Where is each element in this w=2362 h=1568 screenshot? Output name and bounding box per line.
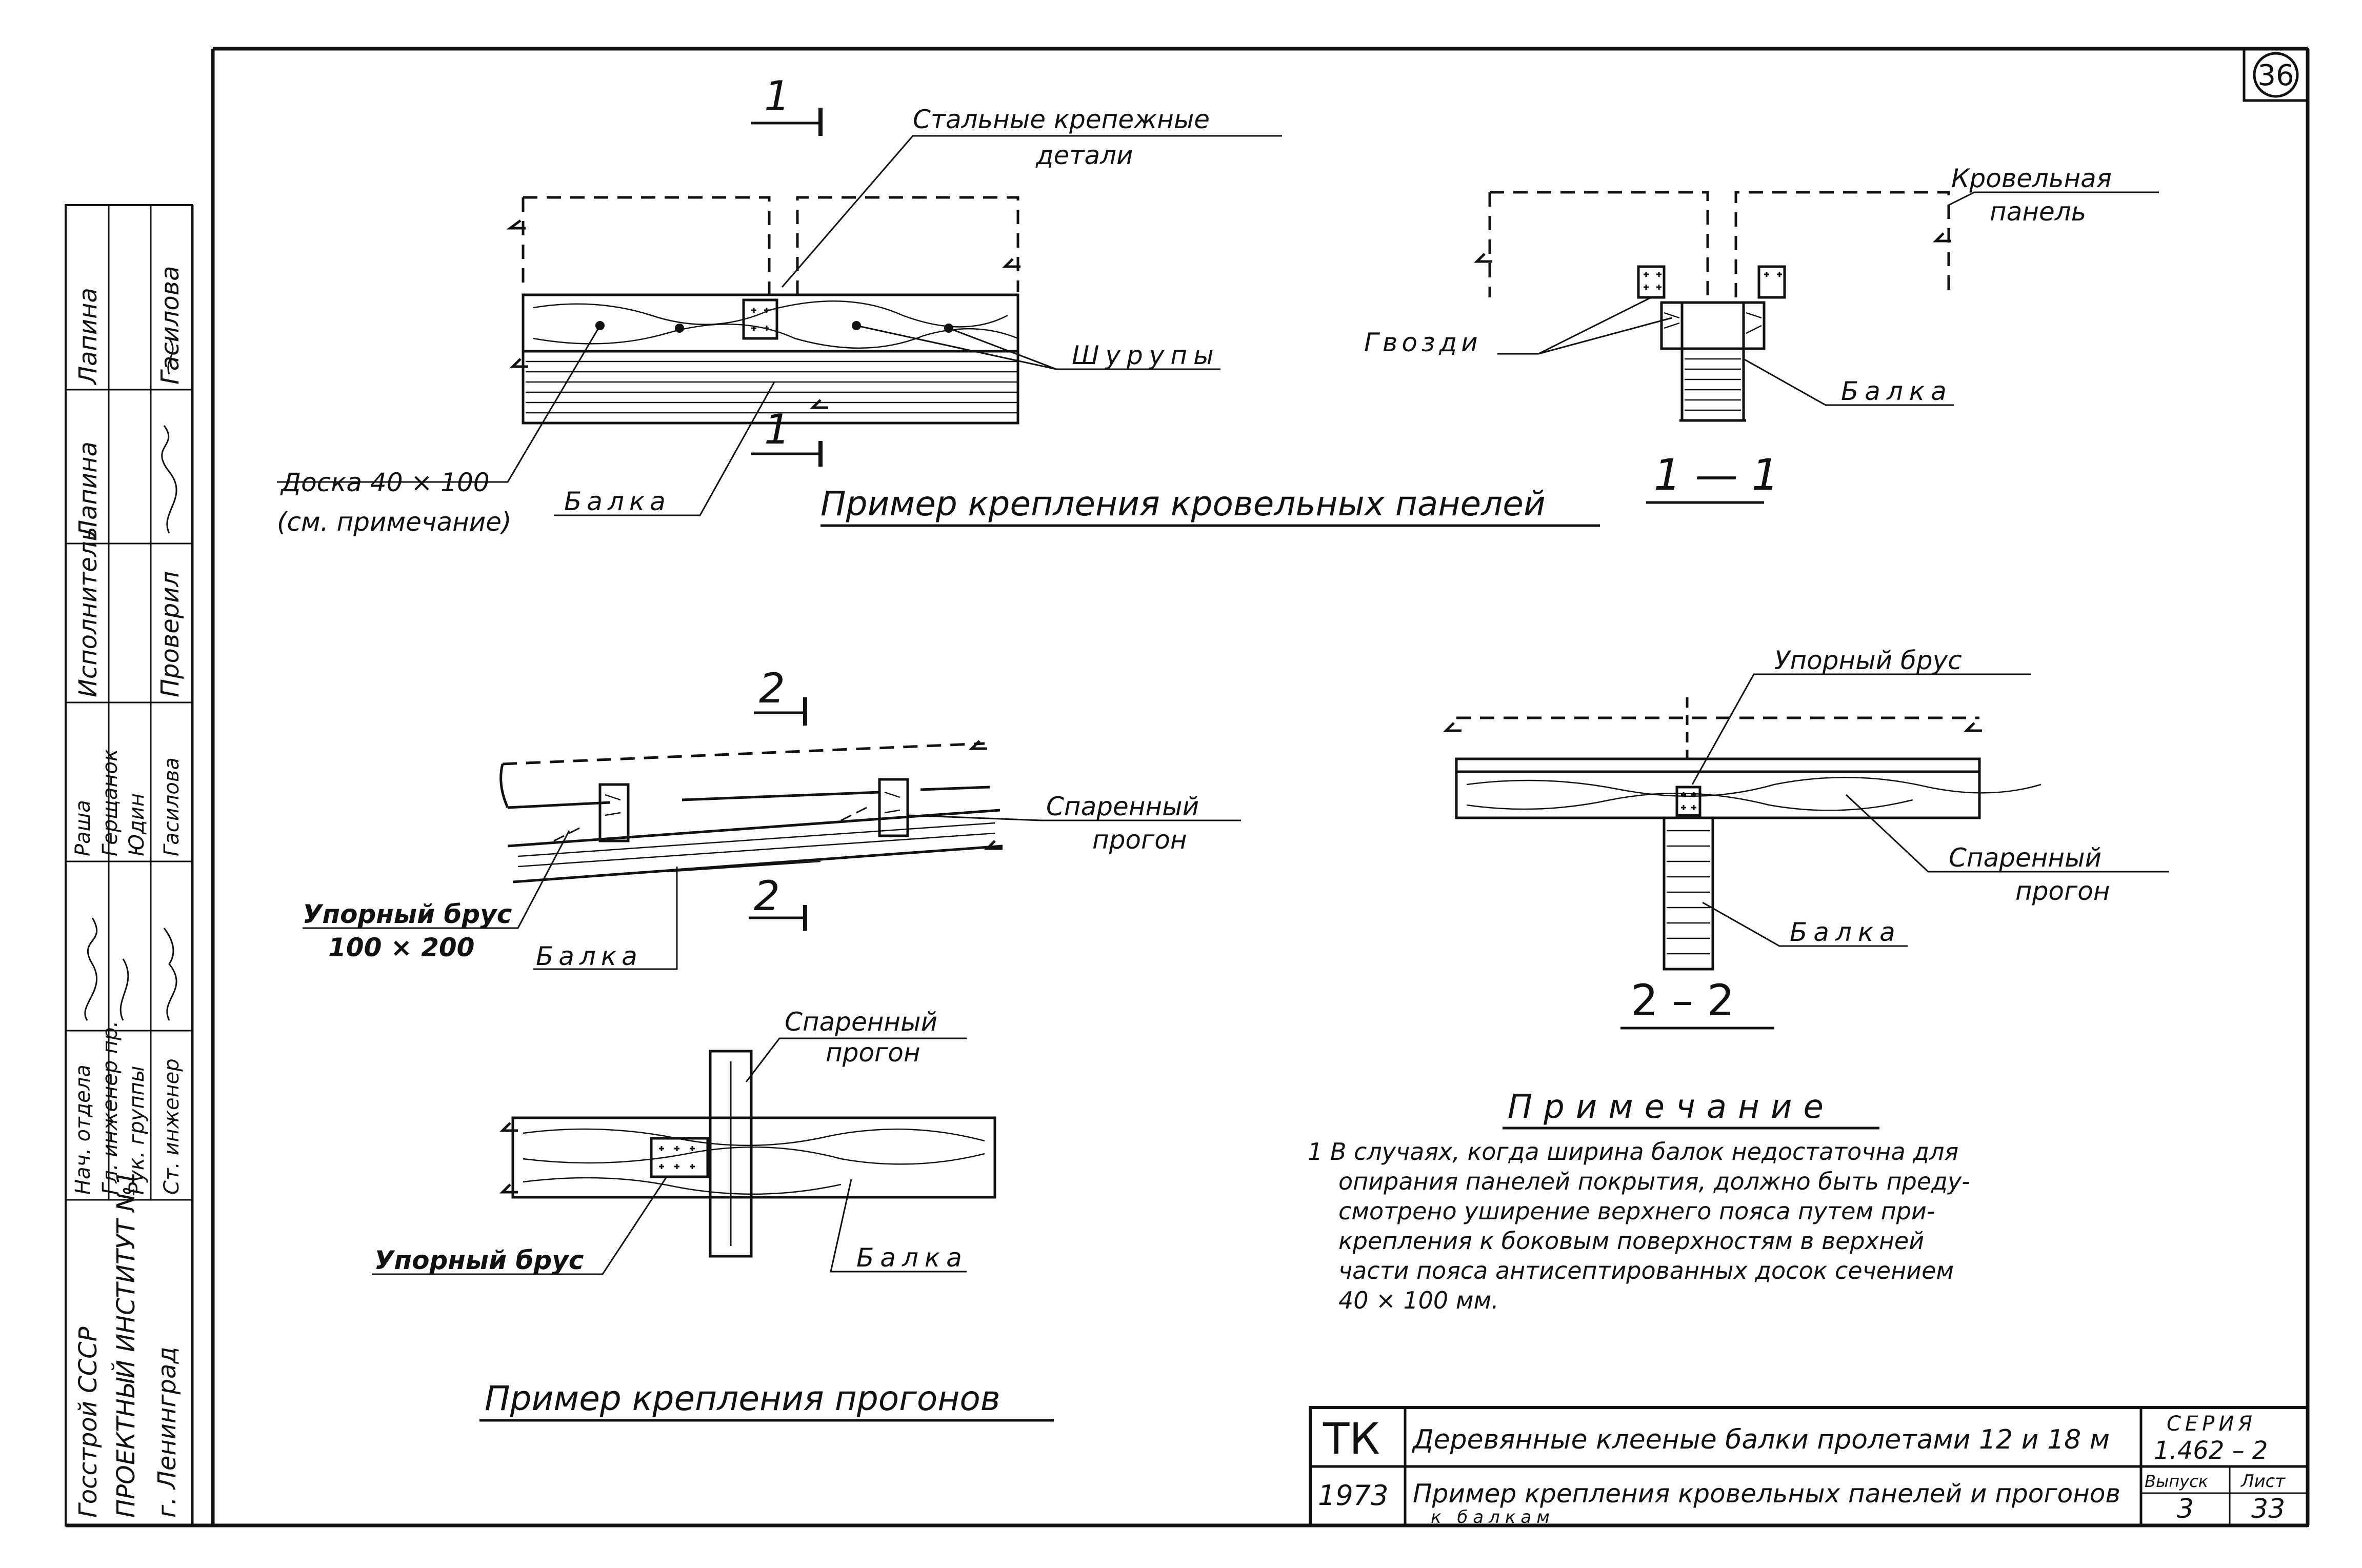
signature-2 (161, 338, 177, 534)
stamp-name-1: Лапина (74, 288, 103, 386)
title-block-line1: Деревянные клееные балки пролетами 12 и … (1412, 1424, 2110, 1455)
note-line-3: смотрено уширение верхнего пояса путем п… (1338, 1197, 1935, 1225)
stamp-name-3: Лапина (74, 441, 103, 539)
label-beam-2: Балка (536, 941, 643, 971)
detail2-cut-mark-bottom: 2 (754, 872, 780, 920)
label-stop-bar-s2: Упорный брус (1774, 646, 1962, 675)
label-steel-fasteners: Стальные крепежные (913, 105, 1210, 134)
note-line-2: опирания панелей покрытия, должно быть п… (1338, 1168, 1970, 1195)
stamp-org-3: г. Ленинград (153, 1346, 182, 1518)
stamp-org-2: ПРОЕКТНЫЙ ИНСТИТУТ №1 (111, 1171, 141, 1518)
detail1-cut-mark-bottom: 1 (764, 406, 790, 453)
label-nails: Гвозди (1364, 328, 1482, 357)
detail-purlin-plan: Спаренный прогон Упорный брус Балка Прим… (372, 1007, 1054, 1422)
label-paired-purlin: Спаренный (1046, 792, 1199, 821)
signature-1 (84, 917, 177, 1021)
stamp-role-b2: Гл. инженер пр. (98, 1021, 122, 1195)
series-label: СЕРИЯ (2167, 1412, 2256, 1436)
sheet-number-text: 36 (2257, 59, 2294, 92)
label-stop-bar-size: 100 × 200 (328, 933, 474, 962)
stamp-name-b1: Раша (71, 800, 95, 856)
label-board: Доска 40 × 100 (280, 468, 490, 497)
title-block: ТК 1973 Деревянные клееные балки пролета… (1309, 1406, 2309, 1527)
title-block-code: ТК (1323, 1414, 1380, 1464)
series-value: 1.462 – 2 (2154, 1436, 2268, 1465)
stamp-name-b4: Гасилова (160, 757, 184, 856)
label-stop-bar-plan: Упорный брус (374, 1245, 584, 1275)
stamp-role-b4: Ст. инженер (160, 1058, 184, 1195)
sheet-number: 36 (2243, 48, 2309, 102)
note-line-5: части пояса антисептированных досок сече… (1338, 1257, 1954, 1284)
section1-title: 1 — 1 (1654, 450, 1779, 500)
stamp-role-b1: Нач. отдела (71, 1064, 95, 1195)
stamp-role-2: Проверил (156, 571, 185, 697)
label-steel-fasteners-2: детали (1035, 140, 1133, 170)
label-beam-1: Балка (564, 487, 671, 516)
stamp-name-b2: Герщанок (98, 749, 122, 856)
detail1-cut-mark-top: 1 (764, 72, 790, 120)
detail2-cut-mark-top: 2 (759, 665, 785, 712)
sheet-label: Лист (2240, 1471, 2286, 1492)
note-heading: Примечание (1508, 1088, 1835, 1126)
title-block-line3: к балкам (1431, 1507, 1555, 1527)
stamp-role-b3: Рук. группы (125, 1066, 149, 1195)
stamp-role-1: Исполнитель (74, 527, 103, 697)
label-screws: Шурупы (1072, 340, 1220, 370)
label-roof-panel: Кровельная (1951, 164, 2112, 193)
note: Примечание 1 В случаях, когда ширина бал… (1308, 1088, 1970, 1314)
detail1-title: Пример крепления кровельных панелей (820, 484, 1546, 524)
note-line-6: 40 × 100 мм. (1338, 1286, 1499, 1314)
stamp-org-1: Госстрой СССР (74, 1326, 103, 1518)
side-stamp: Лапина Гасилова Лапина Исполнитель Прове… (65, 204, 193, 1526)
label-roof-panel-2: панель (1990, 197, 2086, 227)
label-paired-purlin-2: прогон (1092, 825, 1187, 855)
label-paired-purlin-s2-2: прогон (2015, 876, 2110, 906)
section-2-2: Упорный брус Спаренный прогон Балка 2 – … (1443, 646, 2169, 1030)
stamp-name-b3: Юдин (125, 793, 149, 856)
label-board-2: (см. примечание) (277, 507, 512, 537)
label-paired-purlin-plan-2: прогон (826, 1038, 920, 1068)
detail-purlin-side: 2 2 Спаренный прогон Упорный брус 100 × … (303, 665, 1241, 971)
label-beam-s1: Балка (1841, 376, 1953, 406)
stamp-name-2: Гасилова (156, 266, 185, 385)
label-beam-s2: Балка (1790, 917, 1901, 947)
sheet-value: 33 (2251, 1494, 2285, 1524)
detail3-title: Пример крепления прогонов (485, 1379, 1000, 1418)
label-paired-purlin-s2: Спаренный (1949, 843, 2101, 873)
label-stop-bar: Упорный брус (303, 899, 512, 929)
issue-value: 3 (2177, 1494, 2194, 1524)
note-line-1: 1 В случаях, когда ширина балок недостат… (1308, 1138, 1958, 1165)
section-1-1: Кровельная панель Гвозди Балка 1 — 1 (1364, 164, 2159, 504)
note-line-4: крепления к боковым поверхностям в верхн… (1338, 1227, 1924, 1255)
section2-title: 2 – 2 (1631, 975, 1734, 1026)
detail-roof-panel-fastening: 1 1 Стальные крепежные детали Шурупы Дос… (277, 72, 1600, 537)
label-beam-plan: Балка (856, 1243, 968, 1273)
title-block-line2: Пример крепления кровельных панелей и пр… (1413, 1479, 2120, 1509)
title-block-year: 1973 (1318, 1479, 1388, 1512)
issue-label: Выпуск (2145, 1472, 2209, 1491)
sheet-frame (66, 47, 2310, 1527)
label-paired-purlin-plan: Спаренный (785, 1007, 937, 1037)
